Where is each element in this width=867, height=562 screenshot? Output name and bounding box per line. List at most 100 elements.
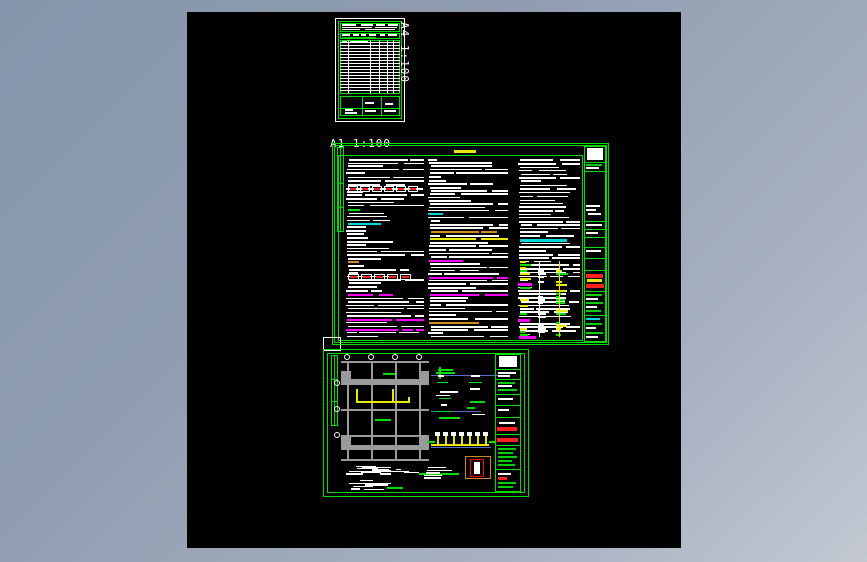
annotation-text-line [428,183,468,185]
annotation-text-line [519,250,546,252]
wall-band [341,371,351,380]
annotation-text-line [430,193,455,196]
reference-line [431,447,491,448]
annotation-text-line [347,194,363,197]
annotation-text-line [518,163,557,165]
annotation-text-line [519,268,561,270]
annotation-text-line [485,293,508,297]
sheet-a4[interactable]: A4 1:100 [335,18,411,122]
wall-band [341,445,429,450]
riser-branch [445,435,447,445]
annotation-text-line [446,304,508,306]
riser-annotation [469,388,481,390]
viewport-marker[interactable] [323,337,341,351]
annotation-text-line [346,311,402,314]
cad-drawing-canvas[interactable]: A4 1:100 A1 1:100 [187,12,681,548]
annotation-text-line [520,199,556,202]
annotation-text-line [556,298,565,301]
annotation-text-line [556,310,568,313]
annotation-text-line [428,162,493,164]
grid-line-vertical [347,361,349,461]
annotation-text-line [399,331,419,334]
sheet-a1-notes[interactable] [332,143,609,345]
annotation-text-line [429,171,455,174]
annotation-text-line [428,310,492,313]
annotation-text-line [520,311,549,314]
annotation-text-line [347,162,399,165]
annotation-text-line [448,256,508,258]
annotation-text-line [346,168,399,171]
annotation-text-line [499,224,508,226]
annotation-text-line [469,216,508,219]
annotation-text-line [566,220,580,223]
sheet-a1-plan[interactable] [323,349,529,497]
reference-line [431,411,481,412]
annotation-text-line [429,187,462,189]
riser-annotation [471,413,485,416]
riser-fixture [459,432,464,436]
annotation-text-line [428,245,476,247]
annotation-text-line [430,266,488,269]
annotation-text-line [430,224,494,226]
annotation-text-line [380,250,424,253]
annotation-text-line [347,184,381,186]
annotation-text-line [520,287,532,290]
dimension-text [350,488,360,490]
note-text [427,467,447,469]
annotation-text-line [520,330,548,332]
annotation-text-line [475,318,508,320]
annotation-text-line [347,208,361,211]
annotation-text-line [398,188,404,190]
annotation-text-line [414,315,424,318]
annotation-text-line [346,331,358,334]
annotation-text-line [347,247,390,250]
dimension-text [395,468,402,471]
detail-callout-shape [470,459,484,477]
grid-bubble [392,354,398,360]
annotation-text-line [430,220,440,222]
wall-band [341,437,351,446]
annotation-text-line [430,304,441,306]
dimension-text [356,465,377,468]
annotation-text-line [430,230,479,233]
grid-bubble [334,406,340,412]
annotation-text-line [430,335,484,338]
annotation-text-line [428,249,447,251]
annotation-text-line [401,325,424,328]
detail-callout-box[interactable] [465,456,491,479]
annotation-text-line [556,324,568,327]
note-text [425,472,441,474]
riser-stem [539,261,540,337]
annotation-text-line [520,263,569,266]
annotation-text-line [386,188,392,190]
annotation-text-line [410,254,424,256]
annotation-text-line [346,297,404,300]
annotation-text-line [347,241,394,244]
annotation-text-line [347,286,378,288]
annotation-text-line [519,202,563,205]
annotation-text-line [403,168,424,171]
annotation-text-line [556,333,562,336]
riser-branch [477,435,479,445]
annotation-text-line [348,261,359,264]
annotation-text-line [534,260,552,263]
annotation-text-line [519,191,570,194]
annotation-text-line [520,180,542,182]
annotation-text-line [384,180,424,183]
riser-annotation [437,381,448,384]
annotation-text-line [346,237,369,240]
sheet-a4-outer-border [335,18,405,122]
annotation-text-line [350,188,356,190]
annotation-text-line [461,193,508,196]
sheet-a1-plan-outer-border [323,349,529,497]
annotation-text-line [518,210,553,212]
annotation-text-line [538,281,544,284]
riser-annotation [467,407,476,409]
annotation-text-line [519,169,532,172]
riser-outlet [489,441,495,443]
equipment-tag-box [384,186,394,192]
annotation-text-line [474,329,508,331]
annotation-text-line [492,190,508,192]
annotation-text-line [569,301,579,303]
annotation-text-line [520,327,528,330]
